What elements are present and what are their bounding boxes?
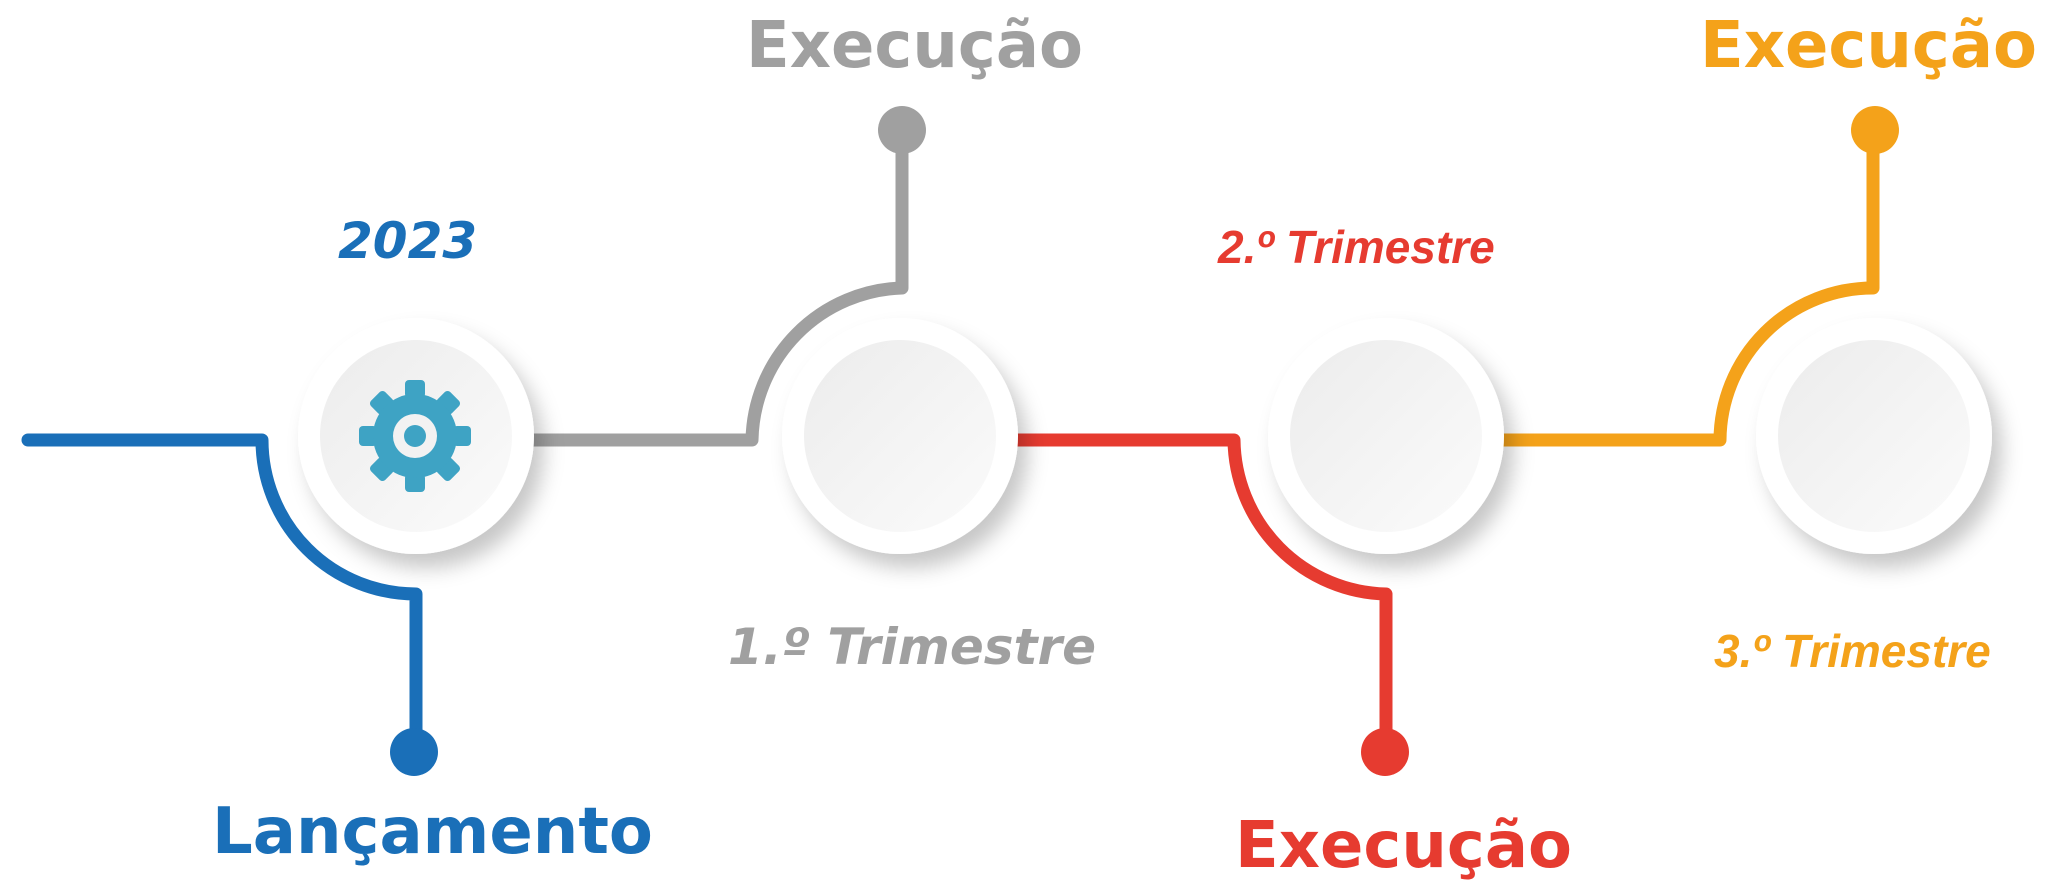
red-end-dot (1361, 728, 1409, 776)
orange-connector (1493, 138, 1880, 447)
red-connector (1011, 433, 1393, 737)
milestone-2-date: 1.º Trimestre (728, 618, 1097, 676)
blue-connector (21, 433, 423, 737)
milestone-3-date: 2.º Trimestre (1218, 221, 1495, 273)
gear-icon (359, 380, 471, 492)
gray-end-dot (878, 106, 926, 154)
node-4 (1756, 318, 1992, 554)
blue-end-dot (390, 728, 438, 776)
milestone-1-date: 2023 (338, 212, 478, 270)
milestone-4-date: 3.º Trimestre (1714, 625, 1991, 677)
milestone-1-title: Lançamento (212, 795, 653, 869)
orange-end-dot (1851, 106, 1899, 154)
milestone-3-title: Execução (1235, 809, 1572, 883)
gray-connector (523, 138, 909, 447)
node-3 (1268, 318, 1504, 554)
milestone-2-title: Execução (746, 9, 1083, 83)
node-2 (782, 318, 1018, 554)
milestone-4-title: Execução (1700, 9, 2037, 83)
